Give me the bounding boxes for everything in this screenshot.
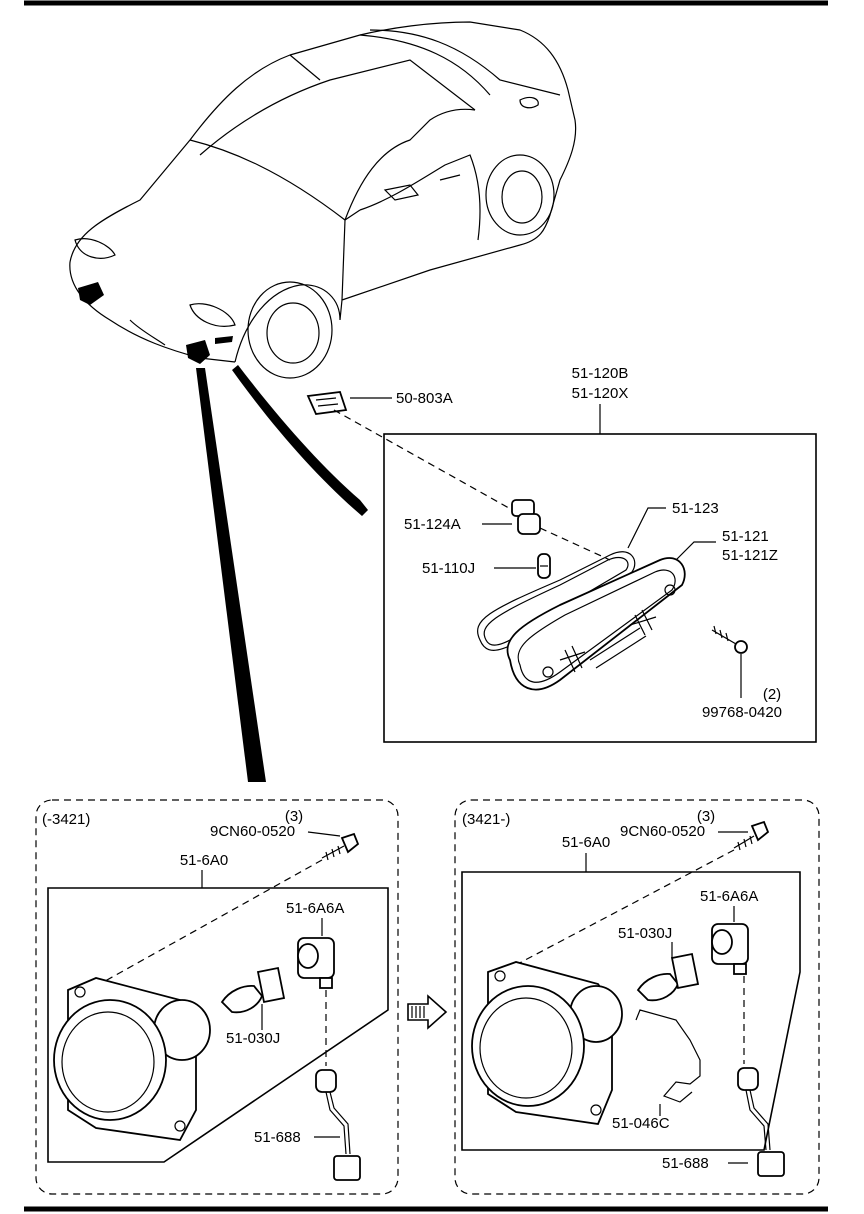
transition-arrow-icon xyxy=(407,994,448,1030)
lens-label-1: 51-121 xyxy=(722,528,769,545)
serial-range-left: (-3421) xyxy=(42,811,90,828)
fog-lamp-panel-right: (3421-) 51-6A0 (3) 9CN60-0520 51-030J xyxy=(454,799,820,1195)
bulb-label-right: 51-030J xyxy=(618,925,672,942)
socket-label: 51-124A xyxy=(404,516,461,533)
fog-lamp-left-icon xyxy=(53,977,211,1141)
screw-label: 99768-0420 xyxy=(702,704,782,721)
side-marker-location xyxy=(215,336,233,344)
fog-assy-label-left: 51-6A0 xyxy=(180,852,228,869)
fog-lamp-right-icon xyxy=(471,961,623,1125)
fog-lamp-panel-left: (-3421) 51-6A0 (3) 9CN60-0520 51-0 xyxy=(35,799,399,1195)
car-illustration xyxy=(69,21,577,379)
lens-label-2: 51-121Z xyxy=(722,547,778,564)
socket-icon-left xyxy=(297,937,335,989)
side-marker-group: 51-120B 51-120X 50-803A 51-124A 51-110J … xyxy=(306,365,817,743)
bolt-qty-right: (3) xyxy=(697,808,715,825)
harness-icon-left xyxy=(315,1069,361,1181)
fog-lamp-location-left xyxy=(78,282,104,305)
gasket-label: 51-123 xyxy=(672,500,719,517)
leader-to-fog-lamp xyxy=(196,368,266,782)
bolt-label-left: 9CN60-0520 xyxy=(210,823,295,840)
bolt-qty-left: (3) xyxy=(285,808,303,825)
leader-to-side-marker xyxy=(232,365,368,516)
harness-icon-right xyxy=(737,1067,785,1177)
harness-label-left: 51-688 xyxy=(254,1129,301,1146)
bolt-icon-right xyxy=(733,820,770,851)
side-marker-assy-label-1: 51-120B xyxy=(572,365,629,382)
screw-icon xyxy=(711,625,748,654)
socket-label-right: 51-6A6A xyxy=(700,888,758,905)
screw-qty-label: (2) xyxy=(763,686,781,703)
socket-label-left: 51-6A6A xyxy=(286,900,344,917)
bracket-icon xyxy=(306,391,348,415)
clip-icon-right xyxy=(635,1009,701,1103)
clip-label-right: 51-046C xyxy=(612,1115,670,1132)
bracket-label: 50-803A xyxy=(396,390,453,407)
side-marker-assy-label-2: 51-120X xyxy=(572,385,629,402)
harness-label-right: 51-688 xyxy=(662,1155,709,1172)
serial-range-right: (3421-) xyxy=(462,811,510,828)
socket-icon xyxy=(511,499,541,535)
fog-assy-label-right: 51-6A0 xyxy=(562,834,610,851)
bulb-label-left: 51-030J xyxy=(226,1030,280,1047)
lens-icon xyxy=(506,557,686,691)
bulb-small-icon xyxy=(537,553,551,579)
bulb-icon-left xyxy=(220,966,286,1014)
fog-lamp-location-right xyxy=(186,340,210,364)
socket-icon-right xyxy=(711,923,749,975)
bolt-label-right: 9CN60-0520 xyxy=(620,823,705,840)
bolt-icon-left xyxy=(321,832,360,861)
bulb-small-label: 51-110J xyxy=(422,560,475,577)
bulb-icon-right xyxy=(636,952,700,1002)
